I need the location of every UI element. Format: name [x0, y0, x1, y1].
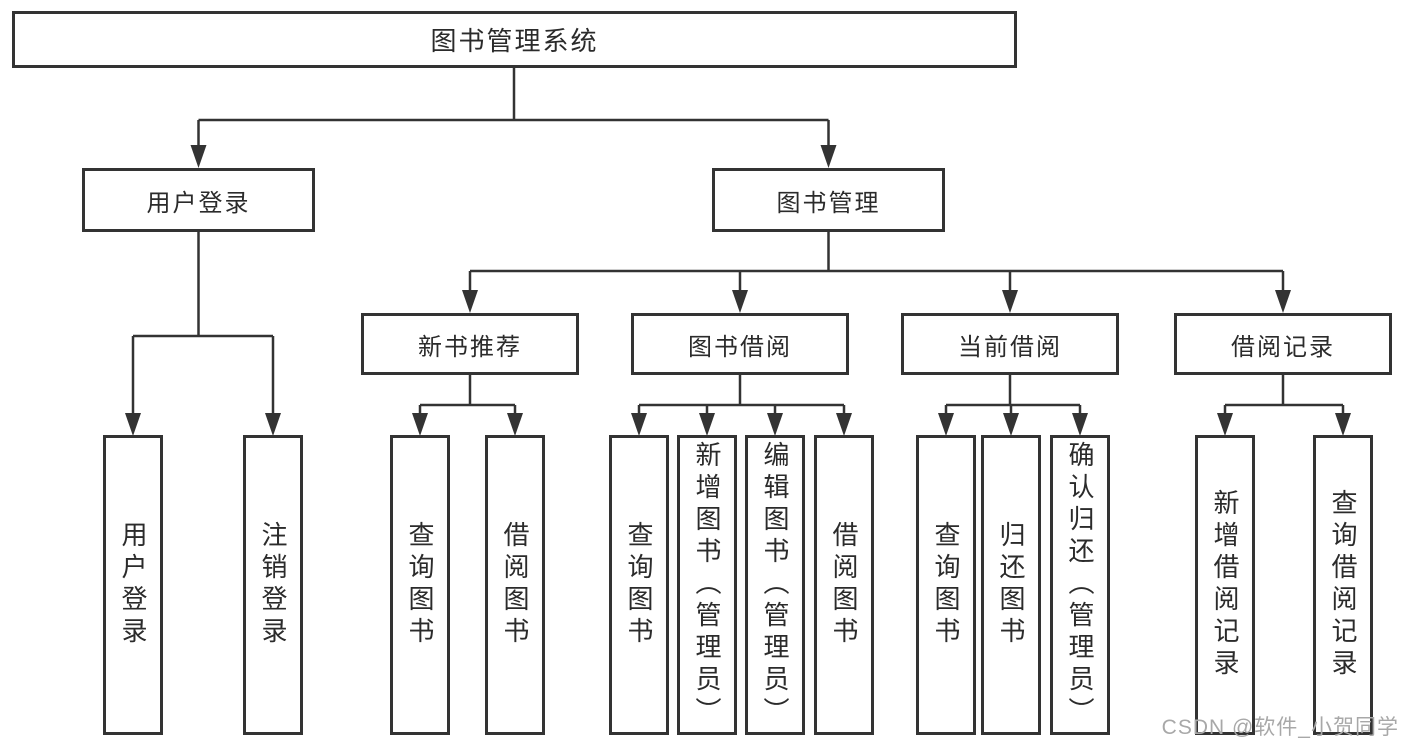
- arrow-down-icon: [1002, 290, 1018, 313]
- node-leaf-query-books-current: 查询图书: [916, 435, 976, 735]
- connector-book-management-to-level3: [468, 232, 1285, 295]
- node-leaf-edit-books-admin-label: 编辑图书（管理员）: [760, 441, 790, 729]
- arrow-down-icon: [1072, 413, 1088, 436]
- node-book-management: 图书管理: [712, 168, 945, 232]
- arrow-down-icon: [631, 413, 647, 436]
- node-leaf-confirm-return-admin-label: 确认归还（管理员）: [1065, 441, 1095, 729]
- node-leaf-borrow-books-recommend: 借阅图书: [485, 435, 545, 735]
- connector-records-to-leaves: [1223, 375, 1345, 418]
- node-leaf-borrow-books-borrowing-label: 借阅图书: [829, 521, 859, 649]
- node-leaf-borrow-books-recommend-label: 借阅图书: [500, 521, 530, 649]
- node-leaf-return-books-label: 归还图书: [996, 521, 1026, 649]
- connector-current-to-leaves: [944, 375, 1082, 418]
- arrow-down-icon: [732, 290, 748, 313]
- node-borrowing-records-label: 借阅记录: [1231, 333, 1335, 361]
- csdn-watermark: CSDN @软件_小贺同学: [1161, 716, 1399, 739]
- node-user-login: 用户登录: [82, 168, 315, 232]
- arrow-down-icon: [938, 413, 954, 436]
- node-leaf-add-borrow-record: 新增借阅记录: [1195, 435, 1255, 735]
- node-leaf-user-login-label: 用户登录: [118, 521, 148, 649]
- arrow-down-icon: [190, 145, 207, 168]
- arrow-down-icon: [1003, 413, 1019, 436]
- connector-root-to-level2: [197, 68, 830, 150]
- node-leaf-add-borrow-record-label: 新增借阅记录: [1210, 489, 1240, 681]
- arrow-down-icon: [699, 413, 715, 436]
- arrow-down-icon: [1335, 413, 1351, 436]
- node-leaf-query-borrow-record: 查询借阅记录: [1313, 435, 1373, 735]
- node-leaf-logout: 注销登录: [243, 435, 303, 735]
- node-current-borrowing: 当前借阅: [901, 313, 1119, 375]
- connector-borrowing-to-leaves: [637, 375, 846, 418]
- arrow-down-icon: [836, 413, 852, 436]
- node-root: 图书管理系统: [12, 11, 1017, 68]
- node-leaf-query-borrow-record-label: 查询借阅记录: [1328, 489, 1358, 681]
- node-new-book-recommend: 新书推荐: [361, 313, 579, 375]
- node-leaf-confirm-return-admin: 确认归还（管理员）: [1050, 435, 1110, 735]
- arrow-down-icon: [1217, 413, 1233, 436]
- connector-user-login-to-leaves: [131, 232, 275, 418]
- node-book-borrowing: 图书借阅: [631, 313, 849, 375]
- node-user-login-label: 用户登录: [146, 189, 251, 217]
- node-current-borrowing-label: 当前借阅: [958, 333, 1062, 361]
- arrow-down-icon: [265, 413, 281, 436]
- node-leaf-query-books-recommend: 查询图书: [390, 435, 450, 735]
- node-leaf-borrow-books-borrowing: 借阅图书: [814, 435, 874, 735]
- arrow-down-icon: [412, 413, 428, 436]
- arrow-down-icon: [125, 413, 141, 436]
- node-borrowing-records: 借阅记录: [1174, 313, 1392, 375]
- arrow-down-icon: [820, 145, 837, 168]
- arrow-down-icon: [462, 290, 478, 313]
- node-leaf-user-login: 用户登录: [103, 435, 163, 735]
- node-leaf-add-books-admin: 新增图书（管理员）: [677, 435, 737, 735]
- arrow-down-icon: [1275, 290, 1291, 313]
- node-leaf-query-books-recommend-label: 查询图书: [405, 521, 435, 649]
- node-new-book-recommend-label: 新书推荐: [418, 333, 522, 361]
- node-leaf-edit-books-admin: 编辑图书（管理员）: [745, 435, 805, 735]
- node-leaf-add-books-admin-label: 新增图书（管理员）: [692, 441, 722, 729]
- connector-new-books-to-leaves: [418, 375, 517, 418]
- node-leaf-query-books-current-label: 查询图书: [931, 521, 961, 649]
- node-leaf-query-books-borrowing: 查询图书: [609, 435, 669, 735]
- node-book-borrowing-label: 图书借阅: [688, 333, 792, 361]
- node-leaf-query-books-borrowing-label: 查询图书: [624, 521, 654, 649]
- node-leaf-logout-label: 注销登录: [258, 521, 288, 649]
- node-root-label: 图书管理系统: [430, 26, 599, 56]
- node-book-management-label: 图书管理: [776, 189, 881, 217]
- arrow-down-icon: [767, 413, 783, 436]
- node-leaf-return-books: 归还图书: [981, 435, 1041, 735]
- arrow-down-icon: [507, 413, 523, 436]
